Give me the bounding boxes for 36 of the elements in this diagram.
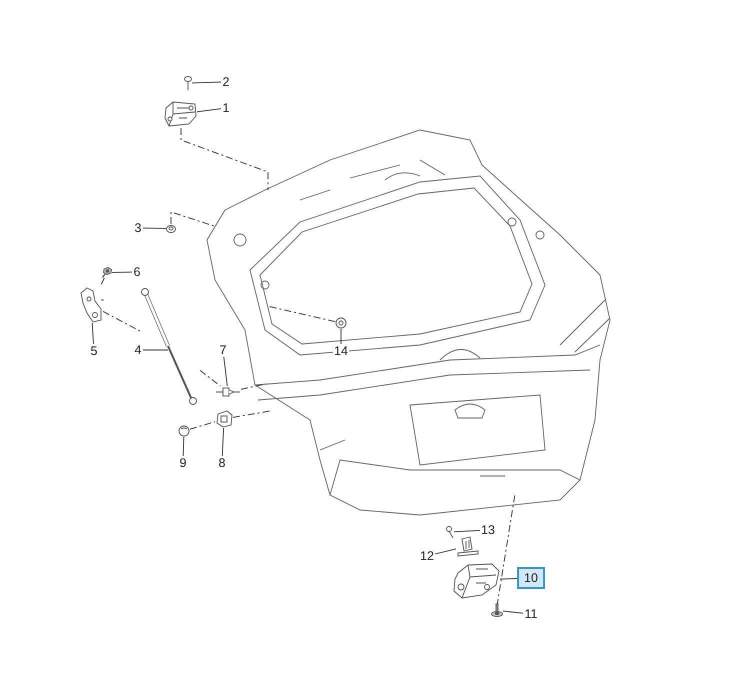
leader-line bbox=[196, 108, 222, 112]
assembly-line bbox=[180, 128, 268, 190]
leader-line bbox=[92, 322, 94, 344]
assembly-line bbox=[170, 211, 214, 226]
leader-line bbox=[454, 530, 480, 532]
callout-number: 5 bbox=[90, 344, 98, 358]
assembly-line bbox=[496, 494, 516, 606]
leader-line bbox=[142, 228, 166, 229]
callout-number: 9 bbox=[178, 456, 188, 470]
assembly-line bbox=[266, 306, 336, 322]
assembly-line bbox=[102, 310, 140, 332]
callout-number: 8 bbox=[218, 456, 226, 470]
leader-line bbox=[192, 82, 222, 84]
leader-line bbox=[182, 436, 184, 456]
callout-number: 7 bbox=[218, 343, 228, 357]
callout-number: 10 bbox=[517, 567, 545, 589]
assembly-line bbox=[190, 421, 216, 430]
callout-number: 6 bbox=[132, 265, 142, 279]
leader-line bbox=[340, 328, 342, 344]
leader-line bbox=[223, 356, 228, 386]
callout-number: 13 bbox=[480, 523, 496, 537]
callout-number: 11 bbox=[524, 607, 538, 621]
callout-number: 2 bbox=[222, 75, 230, 89]
leader-line bbox=[112, 272, 132, 273]
leader-line bbox=[502, 610, 524, 614]
leader-line bbox=[222, 428, 224, 456]
assembly-line bbox=[240, 384, 266, 390]
assembly-line bbox=[232, 410, 270, 418]
assembly-line bbox=[99, 278, 105, 288]
callout-number: 3 bbox=[134, 221, 142, 235]
callout-number: 4 bbox=[134, 343, 142, 357]
leader-line bbox=[434, 548, 456, 554]
assembly-line bbox=[200, 370, 221, 386]
callout-number: 1 bbox=[222, 101, 230, 115]
leader-line bbox=[500, 578, 518, 580]
callout-number: 12 bbox=[419, 549, 435, 563]
